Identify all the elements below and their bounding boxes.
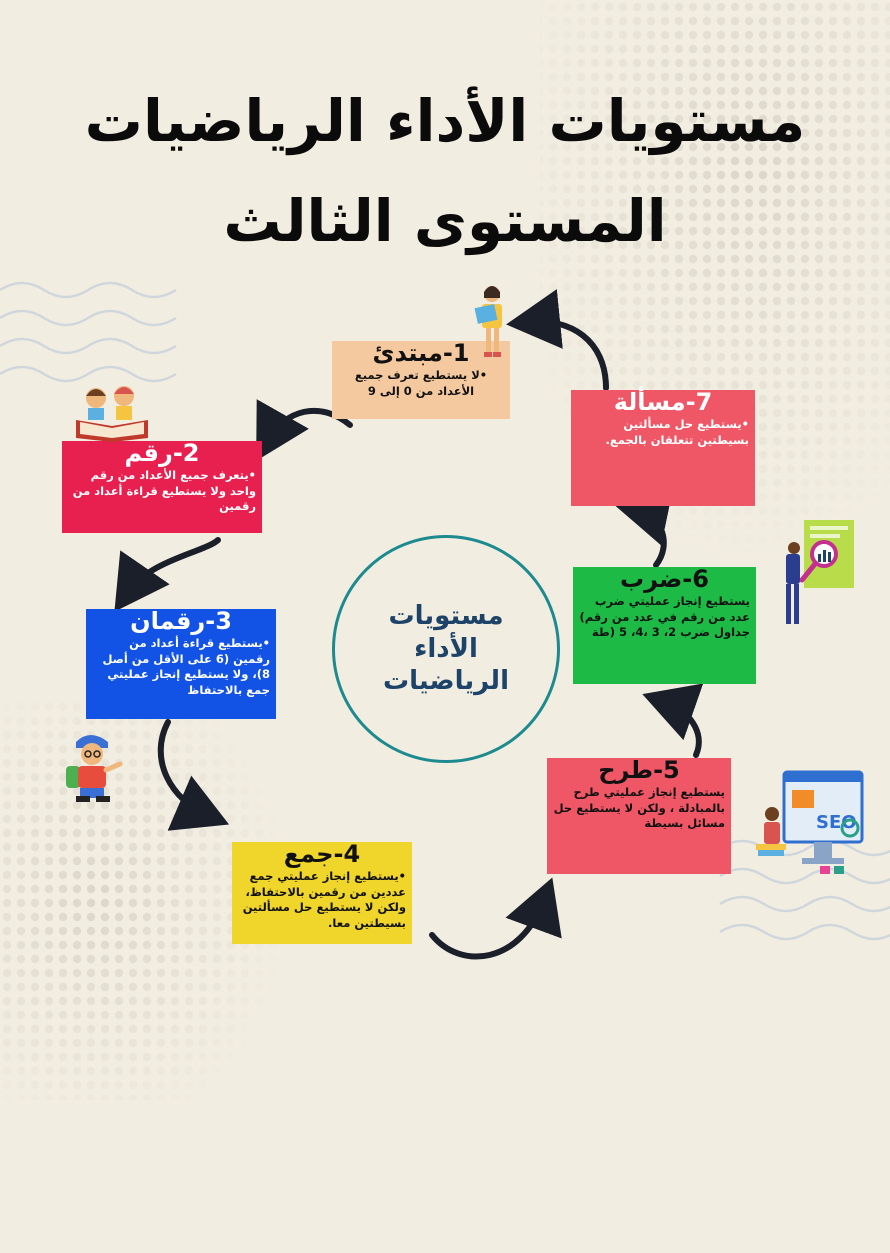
arrow-2-to-3 — [114, 537, 221, 612]
arrow-6-to-7 — [614, 486, 674, 568]
svg-text:SEO: SEO — [816, 812, 857, 833]
center-label: مستويات الأداء الرياضيات — [382, 601, 509, 697]
arrow-7-to-1 — [506, 289, 609, 391]
level-2-box: 2-رقم •يتعرف جميع الأعداد من رقم واحد ول… — [62, 439, 262, 533]
level-5-title: 5-طرح — [598, 756, 680, 784]
level-5-text: يستطيع إنجاز عمليتي طرح بالمبادلة ، ولكن… — [553, 785, 725, 831]
level-2-title: 2-رقم — [124, 439, 200, 467]
arrow-5-to-6 — [642, 683, 704, 758]
boy-with-backpack-icon — [66, 735, 123, 802]
level-1-text: •لا يستطيع تعرف جميع الأعداد من 0 إلى 9 — [354, 368, 488, 398]
seo-monitor-icon: SEO — [756, 770, 864, 874]
level-1-box: 1-مبتدئ •لا يستطيع تعرف جميع الأعداد من … — [332, 339, 510, 419]
level-2-text: •يتعرف جميع الأعداد من رقم واحد ولا يستط… — [72, 468, 256, 514]
level-6-title: 6-ضرب — [620, 565, 709, 593]
level-3-box: 3-رقمان •يستطيع قراءة أعداد من رقمين (6 … — [86, 607, 276, 719]
reading-girl-icon — [474, 286, 502, 357]
level-1-title: 1-مبتدئ — [372, 339, 470, 367]
level-6-text: يستطيع إنجاز عمليتي ضرب عدد من رقم في عد… — [579, 594, 750, 640]
center-circle: مستويات الأداء الرياضيات — [332, 535, 560, 763]
kids-reading-book-icon — [76, 386, 148, 442]
level-5-box: 5-طرح يستطيع إنجاز عمليتي طرح بالمبادلة … — [547, 756, 731, 874]
arrow-3-to-4 — [157, 719, 230, 831]
arrow-4-to-5 — [429, 877, 562, 960]
page-title-line1: مستويات الأداء الرياضيات — [84, 87, 806, 155]
level-3-text: •يستطيع قراءة أعداد من رقمين (6 على الأق… — [102, 636, 270, 697]
level-4-text: •يستطيع إنجاز عمليتي جمع عددين من رقمين … — [242, 869, 406, 930]
level-3-title: 3-رقمان — [130, 607, 232, 635]
level-7-box: 7-مسألة •يستطيع حل مسألتين بسيطتين تتعلق… — [571, 388, 755, 506]
page-title-line2: المستوى الثالث — [223, 187, 667, 255]
level-4-box: 4-جمع •يستطيع إنجاز عمليتي جمع عددين من … — [232, 840, 412, 944]
level-6-box: 6-ضرب يستطيع إنجاز عمليتي ضرب عدد من رقم… — [573, 565, 756, 684]
chart-analysis-icon — [786, 520, 854, 624]
level-7-title: 7-مسألة — [613, 388, 713, 416]
level-4-title: 4-جمع — [283, 840, 361, 868]
level-7-text: •يستطيع حل مسألتين بسيطتين تتعلقان بالجم… — [605, 417, 749, 447]
